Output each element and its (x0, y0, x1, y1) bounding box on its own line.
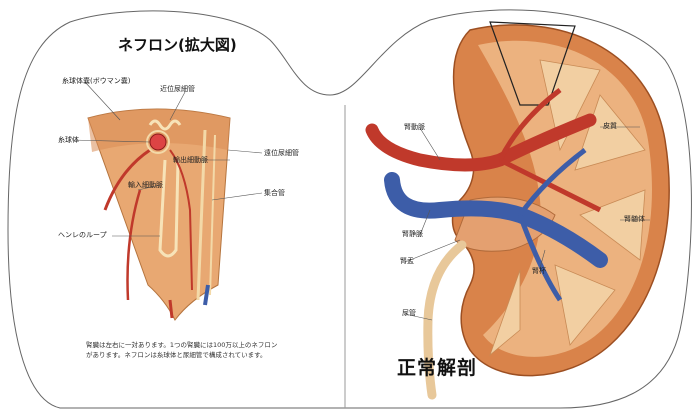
label-proximal-tubule: 近位尿細管 (160, 85, 195, 93)
ureter (423, 240, 467, 400)
kidney-illustration (365, 21, 670, 400)
proximal-tubule (148, 119, 182, 131)
label-efferent-arteriole: 輸出細動脈 (173, 156, 208, 164)
nephron-illustration (71, 81, 263, 321)
label-ureter: 尿管 (402, 309, 416, 317)
label-bowman-capsule: 糸球体嚢(ボウマン嚢) (62, 77, 131, 85)
renal-artery (365, 113, 597, 172)
label-distal-tubule: 遠位尿細管 (264, 149, 299, 157)
label-collecting-duct: 集合管 (264, 189, 285, 197)
label-afferent-arteriole: 輸入細動脈 (128, 181, 163, 189)
glomerulus (149, 133, 167, 151)
label-renal-pelvis: 腎盂 (400, 257, 414, 265)
label-glomerulus: 糸球体 (58, 136, 79, 144)
label-renal-vein: 腎静脈 (402, 230, 423, 238)
nephron-caption: 腎臓は左右に一対あります。1つの腎臓には100万以上のネフロンがあります。ネフロ… (86, 341, 278, 359)
renal-vein (384, 172, 608, 268)
label-renal-body: 腎髄体 (624, 215, 645, 223)
afferent-arteriole (103, 148, 151, 211)
loop-of-henle (158, 159, 180, 258)
magnified-region (489, 21, 576, 106)
label-renal-calyx: 腎杯 (532, 267, 546, 275)
nephron-title: ネフロン(拡大図) (118, 36, 237, 54)
efferent-arteriole (169, 149, 193, 291)
collecting-duct (196, 129, 207, 301)
kidney-title: 正常解剖 (397, 357, 478, 379)
label-loop-of-henle: ヘンレのループ (58, 231, 107, 239)
label-renal-artery: 腎動脈 (404, 123, 425, 131)
label-cortex: 皮質 (603, 122, 617, 130)
